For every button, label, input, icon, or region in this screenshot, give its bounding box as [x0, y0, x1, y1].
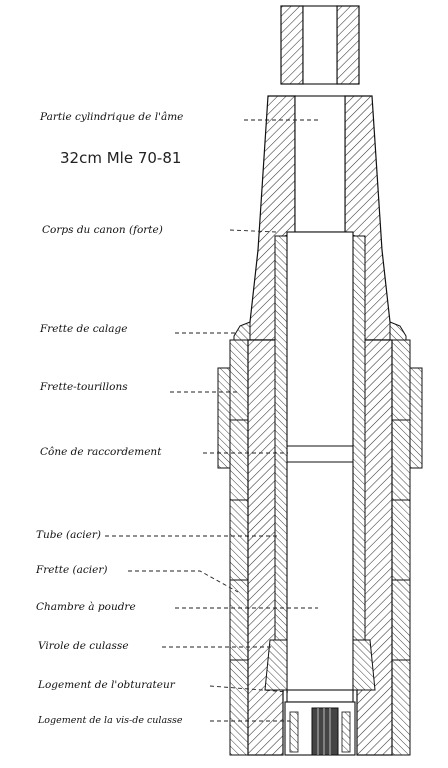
label-tube-acier: Tube (acier) [36, 529, 101, 541]
label-partie-cylindrique: Partie cylindrique de l'âme [39, 111, 183, 123]
breech-section [229, 231, 411, 756]
leader-frette-acier [128, 570, 239, 593]
label-virole-culasse: Virole de culasse [38, 640, 129, 652]
label-logement-vis: Logement de la vis-de culasse [37, 715, 183, 726]
leader-corps-canon [229, 229, 277, 233]
label-logement-obturateur: Logement de l'obturateur [37, 679, 176, 691]
label-cone-raccordement: Cône de raccordement [40, 446, 162, 458]
label-corps-canon: Corps du canon (forte) [42, 224, 163, 236]
header-note: 32cm Mle 70-81 [60, 149, 181, 167]
leader-logement-obturateur [209, 685, 289, 693]
label-frette-acier: Frette (acier) [35, 564, 107, 576]
muzzle-fragment [280, 5, 360, 85]
label-frette-calage: Frette de calage [39, 323, 127, 335]
label-frette-tourillons: Frette-tourillons [39, 381, 128, 393]
label-chambre-poudre: Chambre à poudre [36, 601, 136, 613]
